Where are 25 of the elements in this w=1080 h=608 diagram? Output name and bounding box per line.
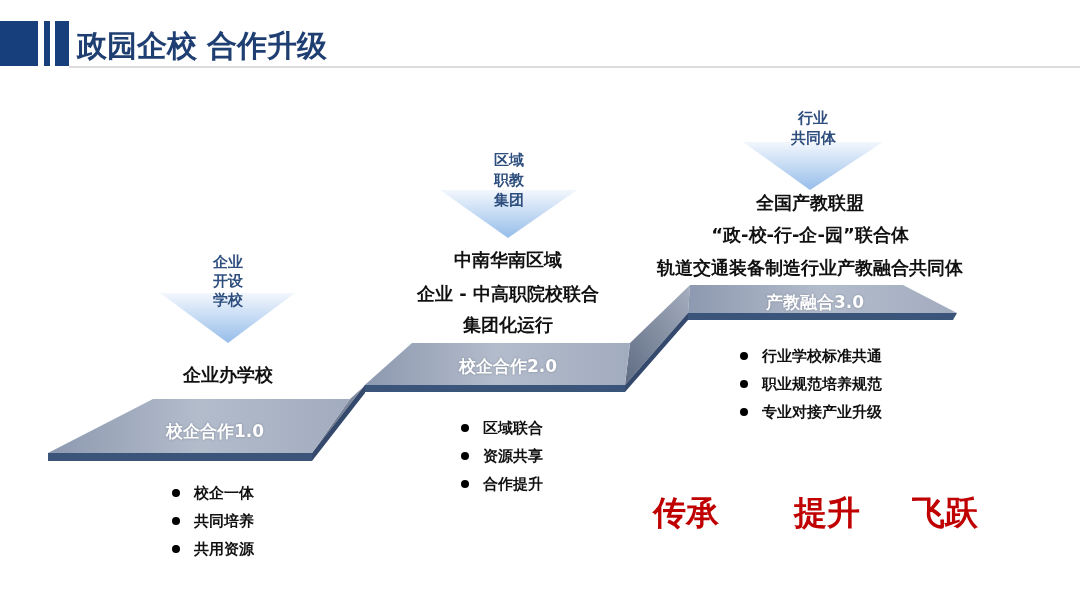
bullet-text: 行业学校标准共通	[762, 346, 882, 366]
chevron-label: 区域职教集团	[494, 151, 524, 210]
step-label: 产教融合3.0	[765, 290, 865, 314]
bullet-text: 区域联合	[483, 418, 543, 438]
bullet-text: 专业对接产业升级	[762, 402, 882, 422]
bullet-text: 共用资源	[194, 539, 254, 559]
chevron-label: 企业开设学校	[212, 253, 243, 310]
slogan-text: 提升	[794, 491, 860, 534]
step-heading: 全国产教联盟	[756, 191, 864, 215]
bullet-text: 合作提升	[483, 474, 543, 494]
slogan-text: 飞跃	[912, 491, 978, 534]
slogan-text: 传承	[653, 491, 719, 534]
bullet-text: 校企一体	[194, 483, 254, 503]
bullet-text: 职业规范培养规范	[762, 374, 882, 394]
step-heading: 企业 - 中高职院校联合	[417, 282, 599, 306]
step-label: 校企合作2.0	[458, 354, 558, 378]
bullet-text: 资源共享	[483, 446, 543, 466]
page-title: 政园企校 合作升级	[77, 26, 328, 65]
step-heading: 集团化运行	[463, 313, 553, 337]
bullet-text: 共同培养	[194, 511, 254, 531]
step-heading: “政-校-行-企-园”联合体	[711, 223, 909, 247]
step-heading: 企业办学校	[183, 363, 273, 387]
step-heading: 中南华南区域	[454, 248, 562, 272]
step-label: 校企合作1.0	[165, 419, 265, 443]
chevron-label: 行业共同体	[790, 109, 836, 148]
